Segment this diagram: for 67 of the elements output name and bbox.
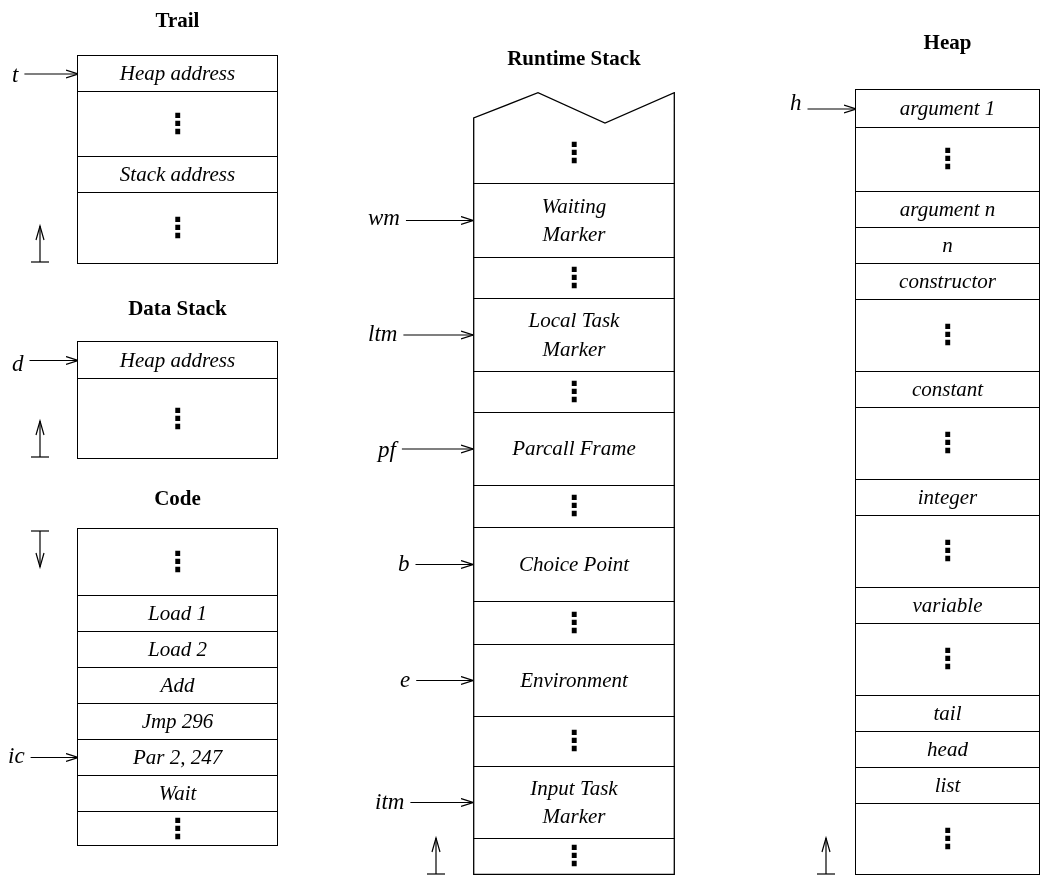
memory-cell: Parcall Frame: [473, 412, 675, 486]
pointer-label: e: [400, 668, 411, 691]
memory-cell: variable: [856, 587, 1039, 624]
ellipsis-cell: ⋮: [473, 257, 675, 299]
memory-cell: Input Task Marker: [473, 766, 675, 839]
ellipsis-cell: ⋮: [856, 515, 1039, 588]
pointer-arrow: [30, 752, 79, 763]
pointer-label: wm: [368, 206, 400, 229]
pointer-label: t: [12, 63, 19, 86]
ellipsis-cell: ⋮: [473, 601, 675, 645]
pointer-arrow: [409, 797, 474, 808]
pointer-label: itm: [375, 790, 405, 813]
ellipsis-cell: ⋮: [473, 838, 675, 874]
memory-cell: Waiting Marker: [473, 183, 675, 258]
pointer-label: ltm: [368, 322, 398, 345]
memory-cell: Par 2, 247: [78, 739, 277, 776]
memory-cell: Wait: [78, 775, 277, 812]
pointer-label: d: [12, 352, 24, 375]
ellipsis-cell: ⋮: [78, 378, 277, 459]
memory-cell: argument n: [856, 191, 1039, 228]
memory-cell: Load 2: [78, 631, 277, 668]
ellipsis-cell: ⋮: [78, 91, 277, 157]
pointer-arrow: [405, 215, 474, 226]
memory-cell: Stack address: [78, 156, 277, 193]
pointer-label: h: [790, 91, 802, 114]
memory-cell: constant: [856, 371, 1039, 408]
pointer-arrow: [401, 444, 474, 454]
memory-cell: Local Task Marker: [473, 298, 675, 372]
ellipsis-cell: ⋮: [473, 92, 675, 184]
ellipsis-cell: ⋮: [856, 623, 1039, 696]
pointer-arrow: [23, 69, 79, 79]
ellipsis-cell: ⋮: [856, 407, 1039, 480]
pointer-arrow: [28, 355, 79, 366]
memory-cell: argument 1: [856, 90, 1039, 128]
area-heading: Heap: [922, 30, 973, 55]
memory-cell: constructor: [856, 263, 1039, 300]
pointer-arrow: [806, 104, 857, 114]
ellipsis-cell: ⋮: [78, 811, 277, 846]
ellipsis-cell: ⋮: [473, 371, 675, 413]
area-heading: Data Stack: [127, 296, 228, 321]
pointer-arrow: [414, 559, 474, 570]
memory-cell: Jmp 296: [78, 703, 277, 740]
ellipsis-cell: ⋮: [473, 485, 675, 528]
area-heading: Runtime Stack: [506, 46, 642, 71]
ellipsis-cell: ⋮: [78, 192, 277, 264]
memory-cell: Heap address: [78, 342, 277, 379]
pointer-label: b: [398, 552, 410, 575]
memory-cell: n: [856, 227, 1039, 264]
pointer-arrow: [415, 675, 474, 686]
area-heading: Code: [153, 486, 202, 511]
ellipsis-cell: ⋮: [856, 803, 1039, 875]
pointer-label: ic: [8, 744, 25, 767]
ellipsis-cell: ⋮: [856, 299, 1039, 372]
memory-cell: Load 1: [78, 595, 277, 632]
memory-cell: list: [856, 767, 1039, 804]
memory-cell: Choice Point: [473, 527, 675, 602]
memory-cell: integer: [856, 479, 1039, 516]
ellipsis-cell: ⋮: [856, 127, 1039, 192]
area-heading: Trail: [154, 8, 201, 33]
ellipsis-cell: ⋮: [473, 716, 675, 767]
memory-cell: tail: [856, 695, 1039, 732]
pointer-arrow: [402, 330, 474, 340]
memory-cell: Add: [78, 667, 277, 704]
memory-cell: Environment: [473, 644, 675, 717]
ellipsis-cell: ⋮: [78, 529, 277, 596]
memory-cell: head: [856, 731, 1039, 768]
memory-cell: Heap address: [78, 56, 277, 92]
